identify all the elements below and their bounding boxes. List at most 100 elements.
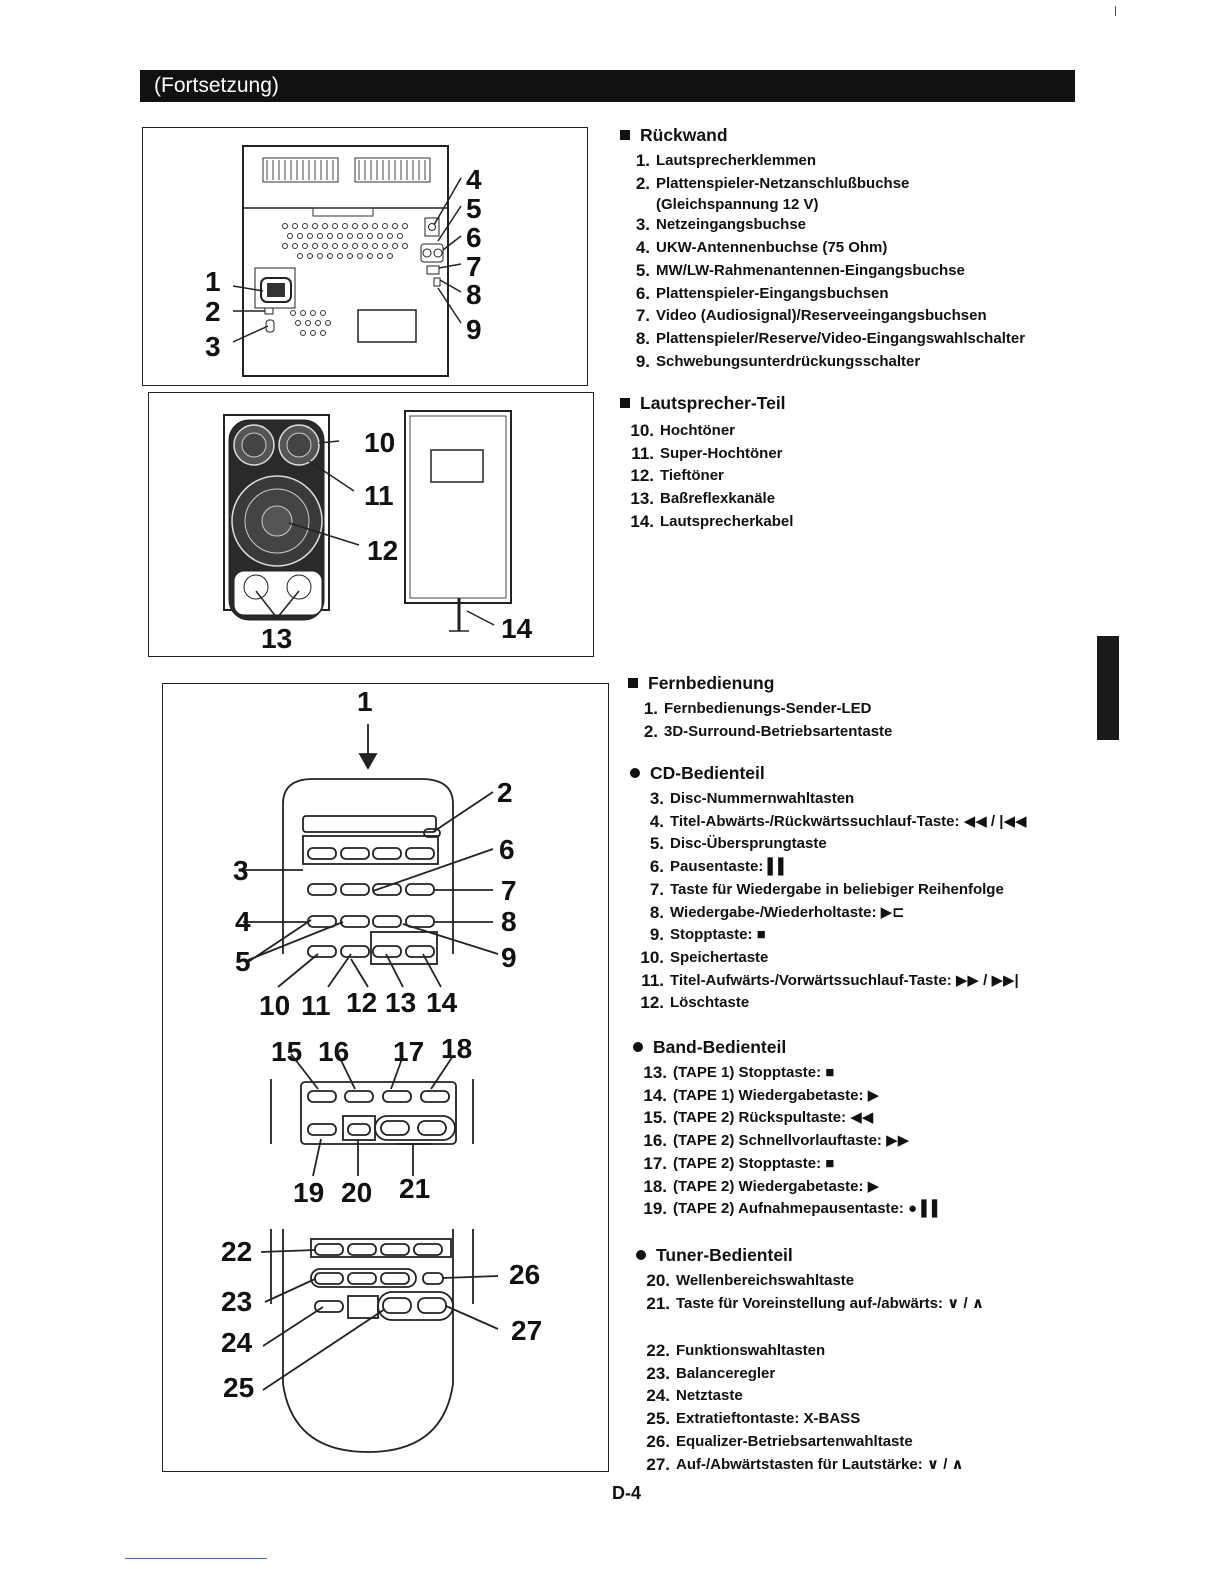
speaker-drawing [223, 410, 512, 632]
corner-tick [1115, 6, 1116, 16]
list-item: 20.Wellenbereichswahltaste [646, 1271, 855, 1290]
section-title-rueckwand: Rückwand [640, 125, 728, 145]
list-item: 5.MW/LW-Rahmenantennen-Eingangsbuchse [635, 260, 965, 280]
list-item: 4.UKW-Antennenbuchse (75 Ohm) [635, 238, 888, 258]
fernbedienung-list: 1.Fernbedienungs-Sender-LED 2.3D-Surroun… [628, 698, 1098, 743]
speaker-callout-12: 12 [367, 535, 399, 566]
list-item: 16.(TAPE 2) Schnellvorlauftaste: ▶▶ [643, 1131, 910, 1151]
list-item: 8.Wiedergabe-/Wiederholtaste: ▶⊏ [649, 902, 905, 922]
remote-callout-14: 14 [426, 987, 458, 1018]
list-item: 14.(TAPE 1) Wiedergabetaste: ▶ [643, 1085, 880, 1105]
list-item: 27.Auf-/Abwärtstasten für Lautstärke: ∨ … [646, 1454, 964, 1474]
remote-callout-11: 11 [301, 990, 331, 1021]
remote-callout-13: 13 [385, 987, 417, 1018]
remote-callout-25: 25 [223, 1372, 255, 1403]
square-bullet-icon [620, 398, 630, 408]
remote-callout-17: 17 [393, 1036, 425, 1067]
section-title-fernbedienung: Fernbedienung [648, 673, 775, 693]
remote-callout-24: 24 [221, 1327, 253, 1358]
list-item: 10.Hochtöner [630, 421, 735, 440]
rear-callout-7: 7 [466, 251, 482, 282]
page-number: D-4 [612, 1483, 642, 1503]
rear-callout-6: 6 [466, 222, 482, 253]
list-item: 21.Taste für Voreinstellung auf-/abwärts… [646, 1293, 985, 1313]
list-item: 13.Baßreflexkanäle [630, 489, 776, 509]
remote-callout-2: 2 [497, 777, 513, 808]
remote-callout-12: 12 [346, 987, 378, 1018]
remote-callout-3: 3 [233, 855, 249, 886]
remote-callout-16: 16 [318, 1036, 350, 1067]
list-item: 23.Balanceregler [646, 1363, 776, 1383]
list-item: 8.Plattenspieler/Reserve/Video-Eingangsw… [635, 328, 1026, 348]
remote-callout-7: 7 [501, 875, 517, 906]
list-item: (Gleichspannung 12 V) [656, 196, 819, 214]
remote-callout-9: 9 [501, 942, 517, 973]
remote-callout-22: 22 [221, 1236, 253, 1267]
speaker-figure: 10 11 12 13 14 [148, 392, 594, 657]
speaker-callout-10: 10 [364, 427, 396, 458]
circle-bullet-icon [633, 1042, 643, 1052]
section-title-tuner: Tuner-Bedienteil [656, 1245, 793, 1265]
list-item: 1.Lautsprecherklemmen [635, 151, 817, 170]
list-item: 26.Equalizer-Betriebsartenwahltaste [646, 1431, 913, 1451]
list-item: 9.Schwebungsunterdrückungsschalter [635, 351, 921, 371]
list-item: 19.(TAPE 2) Aufnahmepausentaste: ● ▌▌ [643, 1199, 943, 1219]
rear-callout-2: 2 [205, 296, 221, 327]
band-list: 13.(TAPE 1) Stopptaste: ■ 14.(TAPE 1) Wi… [633, 1062, 1103, 1221]
cd-list: 3.Disc-Nummernwahltasten 4.Titel-Abwärts… [630, 788, 1100, 1015]
remote-callout-18: 18 [441, 1033, 473, 1064]
weitere-list: 22.Funktionswahltasten 23.Balanceregler … [636, 1340, 1106, 1476]
list-item: 22.Funktionswahltasten [646, 1341, 826, 1360]
list-item: 2.3D-Surround-Betriebsartentaste [643, 721, 893, 741]
remote-callout-23: 23 [221, 1286, 253, 1317]
square-bullet-icon [628, 678, 638, 688]
section-cd: CD-Bedienteil 3.Disc-Nummernwahltasten 4… [630, 762, 1100, 1015]
section-lautsprecher: Lautsprecher-Teil 10.Hochtöner 11.Super-… [620, 392, 1090, 534]
list-item: 25.Extratieftontaste: X-BASS [646, 1409, 861, 1429]
list-item: 2.Plattenspieler-Netzanschlußbuchse [635, 173, 910, 193]
lautsprecher-list: 10.Hochtöner 11.Super-Hochtöner 12.Tieft… [620, 420, 1090, 534]
circle-bullet-icon [630, 768, 640, 778]
list-item: 7.Taste für Wiedergabe in beliebiger Rei… [649, 879, 1004, 899]
header-bar: (Fortsetzung) [140, 70, 1075, 102]
remote-callout-8: 8 [501, 906, 517, 937]
list-item: 4.Titel-Abwärts-/Rückwärtssuchlauf-Taste… [649, 811, 1027, 831]
list-item: 15.(TAPE 2) Rückspultaste: ◀◀ [643, 1108, 874, 1128]
remote-callout-27: 27 [511, 1315, 543, 1346]
tuner-list: 20.Wellenbereichswahltaste 21.Taste für … [636, 1270, 1106, 1315]
remote-drawing [243, 724, 499, 1453]
rear-panel-drawing [232, 145, 462, 377]
rear-callout-9: 9 [466, 314, 482, 345]
footer-rule [125, 1558, 267, 1559]
remote-callout-5: 5 [235, 946, 251, 977]
rear-panel-figure: 1 2 3 4 5 6 7 8 9 [142, 127, 588, 386]
circle-bullet-icon [636, 1250, 646, 1260]
remote-callout-10: 10 [259, 990, 291, 1021]
list-item: 3.Netzeingangsbuchse [635, 215, 807, 235]
list-item: 12.Löschtaste [640, 993, 750, 1013]
speaker-callout-13: 13 [261, 623, 293, 654]
section-band: Band-Bedienteil 13.(TAPE 1) Stopptaste: … [633, 1036, 1103, 1221]
speaker-callout-11: 11 [364, 480, 394, 511]
remote-callout-6: 6 [499, 834, 515, 865]
list-item: 17.(TAPE 2) Stopptaste: ■ [643, 1153, 835, 1173]
rear-callout-8: 8 [466, 279, 482, 310]
list-item: 11.Super-Hochtöner [631, 443, 783, 463]
remote-callout-19: 19 [293, 1177, 325, 1208]
remote-callout-4: 4 [235, 906, 251, 937]
list-item: 11.Titel-Aufwärts-/Vorwärtssuchlauf-Tast… [641, 970, 1019, 990]
rear-callout-1: 1 [205, 266, 221, 297]
section-fernbedienung: Fernbedienung 1.Fernbedienungs-Sender-LE… [628, 672, 1098, 743]
section-rueckwand: Rückwand 1.Lautsprecherklemmen 2.Platten… [620, 124, 1090, 373]
rueckwand-list: 1.Lautsprecherklemmen 2.Plattenspieler-N… [620, 150, 1090, 373]
section-title-lautsprecher: Lautsprecher-Teil [640, 393, 786, 413]
remote-figure: 1 2 3 4 5 6 7 8 9 10 11 12 13 14 15 16 1… [162, 683, 609, 1472]
list-item: 10.Speichertaste [640, 947, 769, 967]
list-item: 7.Video (Audiosignal)/Reserveeingangsbuc… [635, 306, 987, 326]
remote-callout-21: 21 [399, 1173, 431, 1204]
section-weitere: 22.Funktionswahltasten 23.Balanceregler … [636, 1340, 1106, 1476]
section-title-cd: CD-Bedienteil [650, 763, 765, 783]
list-item: 13.(TAPE 1) Stopptaste: ■ [643, 1063, 835, 1082]
section-title-band: Band-Bedienteil [653, 1037, 787, 1057]
remote-callout-20: 20 [341, 1177, 373, 1208]
